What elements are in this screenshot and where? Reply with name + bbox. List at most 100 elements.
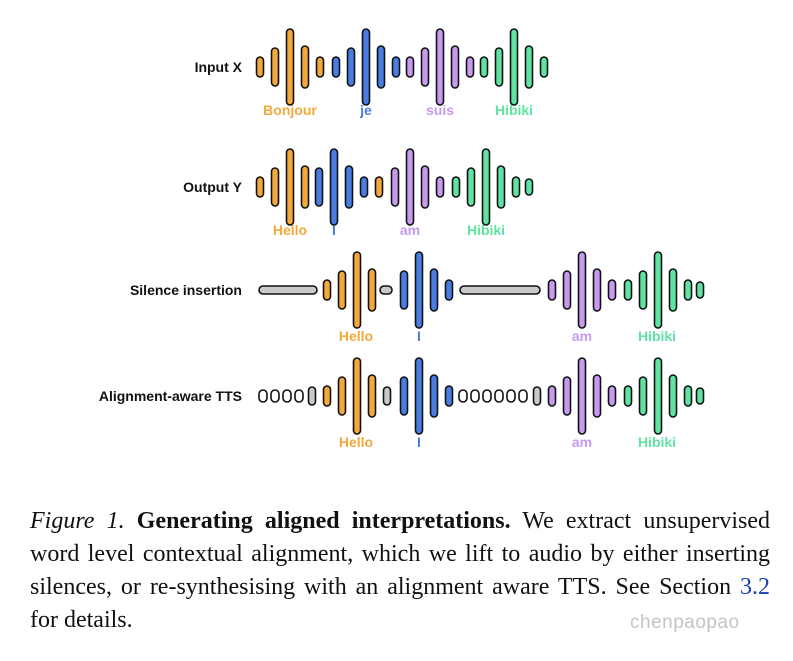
blue-waveform-bar	[429, 268, 439, 312]
word-label-hibiki-output: Hibiki	[467, 222, 505, 238]
purple-waveform-bar	[607, 279, 617, 301]
orange-waveform-bar	[374, 176, 384, 198]
green-waveform-bar	[524, 45, 534, 89]
blue-waveform-bar	[359, 176, 369, 198]
waveform-alignment-aware-tts	[258, 357, 705, 435]
word-label-hibiki-tts: Hibiki	[638, 434, 676, 450]
purple-waveform-bar	[435, 176, 445, 198]
waveform-input-x	[255, 28, 549, 106]
purple-waveform-bar	[420, 47, 430, 87]
silence-bar	[258, 389, 268, 403]
green-waveform-bar	[511, 176, 521, 198]
orange-waveform-bar	[285, 148, 295, 226]
word-label-hello-tts: Hello	[339, 434, 373, 450]
green-waveform-bar	[509, 28, 519, 106]
purple-waveform-bar	[577, 251, 587, 329]
green-waveform-bar	[524, 178, 534, 196]
orange-waveform-bar	[352, 357, 362, 435]
row-output-y: Output Y Hello I am Hibiki	[183, 148, 534, 238]
green-waveform-bar	[638, 376, 648, 416]
green-waveform-bar	[653, 357, 663, 435]
word-label-hibiki-input: Hibiki	[495, 102, 533, 118]
green-waveform-bar	[496, 165, 506, 209]
blue-waveform-bar	[331, 56, 341, 78]
purple-waveform-bar	[547, 385, 557, 407]
purple-waveform-bar	[592, 268, 602, 312]
row-label-silence-insertion: Silence insertion	[130, 282, 242, 298]
purple-waveform-bar	[420, 165, 430, 209]
blue-waveform-bar	[444, 385, 454, 407]
blue-waveform-bar	[444, 279, 454, 301]
orange-waveform-bar	[255, 176, 265, 198]
silence-bar	[382, 386, 392, 406]
orange-waveform-bar	[352, 251, 362, 329]
purple-waveform-bar	[592, 374, 602, 418]
blue-waveform-bar	[399, 376, 409, 416]
purple-waveform-bar	[405, 148, 415, 226]
waveform-output-y	[255, 148, 534, 226]
orange-waveform-bar	[300, 165, 310, 209]
row-silence-insertion: Silence insertion Hello I am Hibiki	[130, 251, 705, 344]
blue-waveform-bar	[346, 47, 356, 87]
green-waveform-bar	[623, 385, 633, 407]
orange-waveform-bar	[367, 374, 377, 418]
silence-segment	[379, 285, 393, 295]
green-waveform-bar	[683, 279, 693, 301]
orange-waveform-bar	[255, 56, 265, 78]
word-label-am-tts: am	[572, 434, 592, 450]
blue-waveform-bar	[399, 270, 409, 310]
purple-waveform-bar	[562, 376, 572, 416]
blue-waveform-bar	[414, 357, 424, 435]
silence-bar	[482, 389, 492, 403]
green-waveform-bar	[638, 270, 648, 310]
purple-waveform-bar	[562, 270, 572, 310]
section-reference-link[interactable]: 3.2	[740, 574, 771, 600]
word-label-bonjour: Bonjour	[263, 102, 317, 118]
figure-illustration: Input X Bonjour je suis Hibiki Output Y …	[99, 28, 705, 450]
silence-bar	[294, 389, 304, 403]
row-label-alignment-aware-tts: Alignment-aware TTS	[99, 388, 242, 404]
orange-waveform-bar	[322, 385, 332, 407]
word-label-suis: suis	[426, 102, 454, 118]
orange-waveform-bar	[367, 268, 377, 312]
green-waveform-bar	[653, 251, 663, 329]
word-label-am-silence: am	[572, 328, 592, 344]
green-waveform-bar	[466, 167, 476, 207]
row-label-input-x: Input X	[195, 59, 243, 75]
word-label-i-output: I	[332, 222, 336, 238]
green-waveform-bar	[695, 281, 705, 299]
word-label-i-silence: I	[417, 328, 421, 344]
purple-waveform-bar	[435, 28, 445, 106]
word-label-hello-silence: Hello	[339, 328, 373, 344]
silence-bar	[270, 389, 280, 403]
caption-text-end: for details.	[30, 607, 133, 633]
purple-waveform-bar	[607, 385, 617, 407]
silence-segment	[258, 285, 318, 295]
row-alignment-aware-tts: Alignment-aware TTS Hello I am Hibiki	[99, 357, 705, 450]
silence-bar	[470, 389, 480, 403]
green-waveform-bar	[539, 56, 549, 78]
orange-waveform-bar	[285, 28, 295, 106]
figure-caption: Figure 1. Generating aligned interpretat…	[30, 505, 770, 637]
purple-waveform-bar	[390, 167, 400, 207]
orange-waveform-bar	[270, 47, 280, 87]
silence-bar	[458, 389, 468, 403]
silence-bar	[532, 386, 542, 406]
blue-waveform-bar	[314, 167, 324, 207]
orange-waveform-bar	[270, 167, 280, 207]
orange-waveform-bar	[322, 279, 332, 301]
watermark: chenpaopao	[630, 612, 740, 633]
green-waveform-bar	[695, 387, 705, 405]
word-label-hibiki-silence: Hibiki	[638, 328, 676, 344]
waveform-silence-insertion	[258, 251, 705, 329]
caption-text: We extract unsupervised word level conte…	[30, 508, 770, 600]
orange-waveform-bar	[337, 376, 347, 416]
blue-waveform-bar	[361, 28, 371, 106]
green-waveform-bar	[481, 148, 491, 226]
blue-waveform-bar	[391, 56, 401, 78]
silence-bar	[307, 386, 317, 406]
green-waveform-bar	[623, 279, 633, 301]
orange-waveform-bar	[337, 270, 347, 310]
orange-waveform-bar	[315, 56, 325, 78]
blue-waveform-bar	[429, 374, 439, 418]
